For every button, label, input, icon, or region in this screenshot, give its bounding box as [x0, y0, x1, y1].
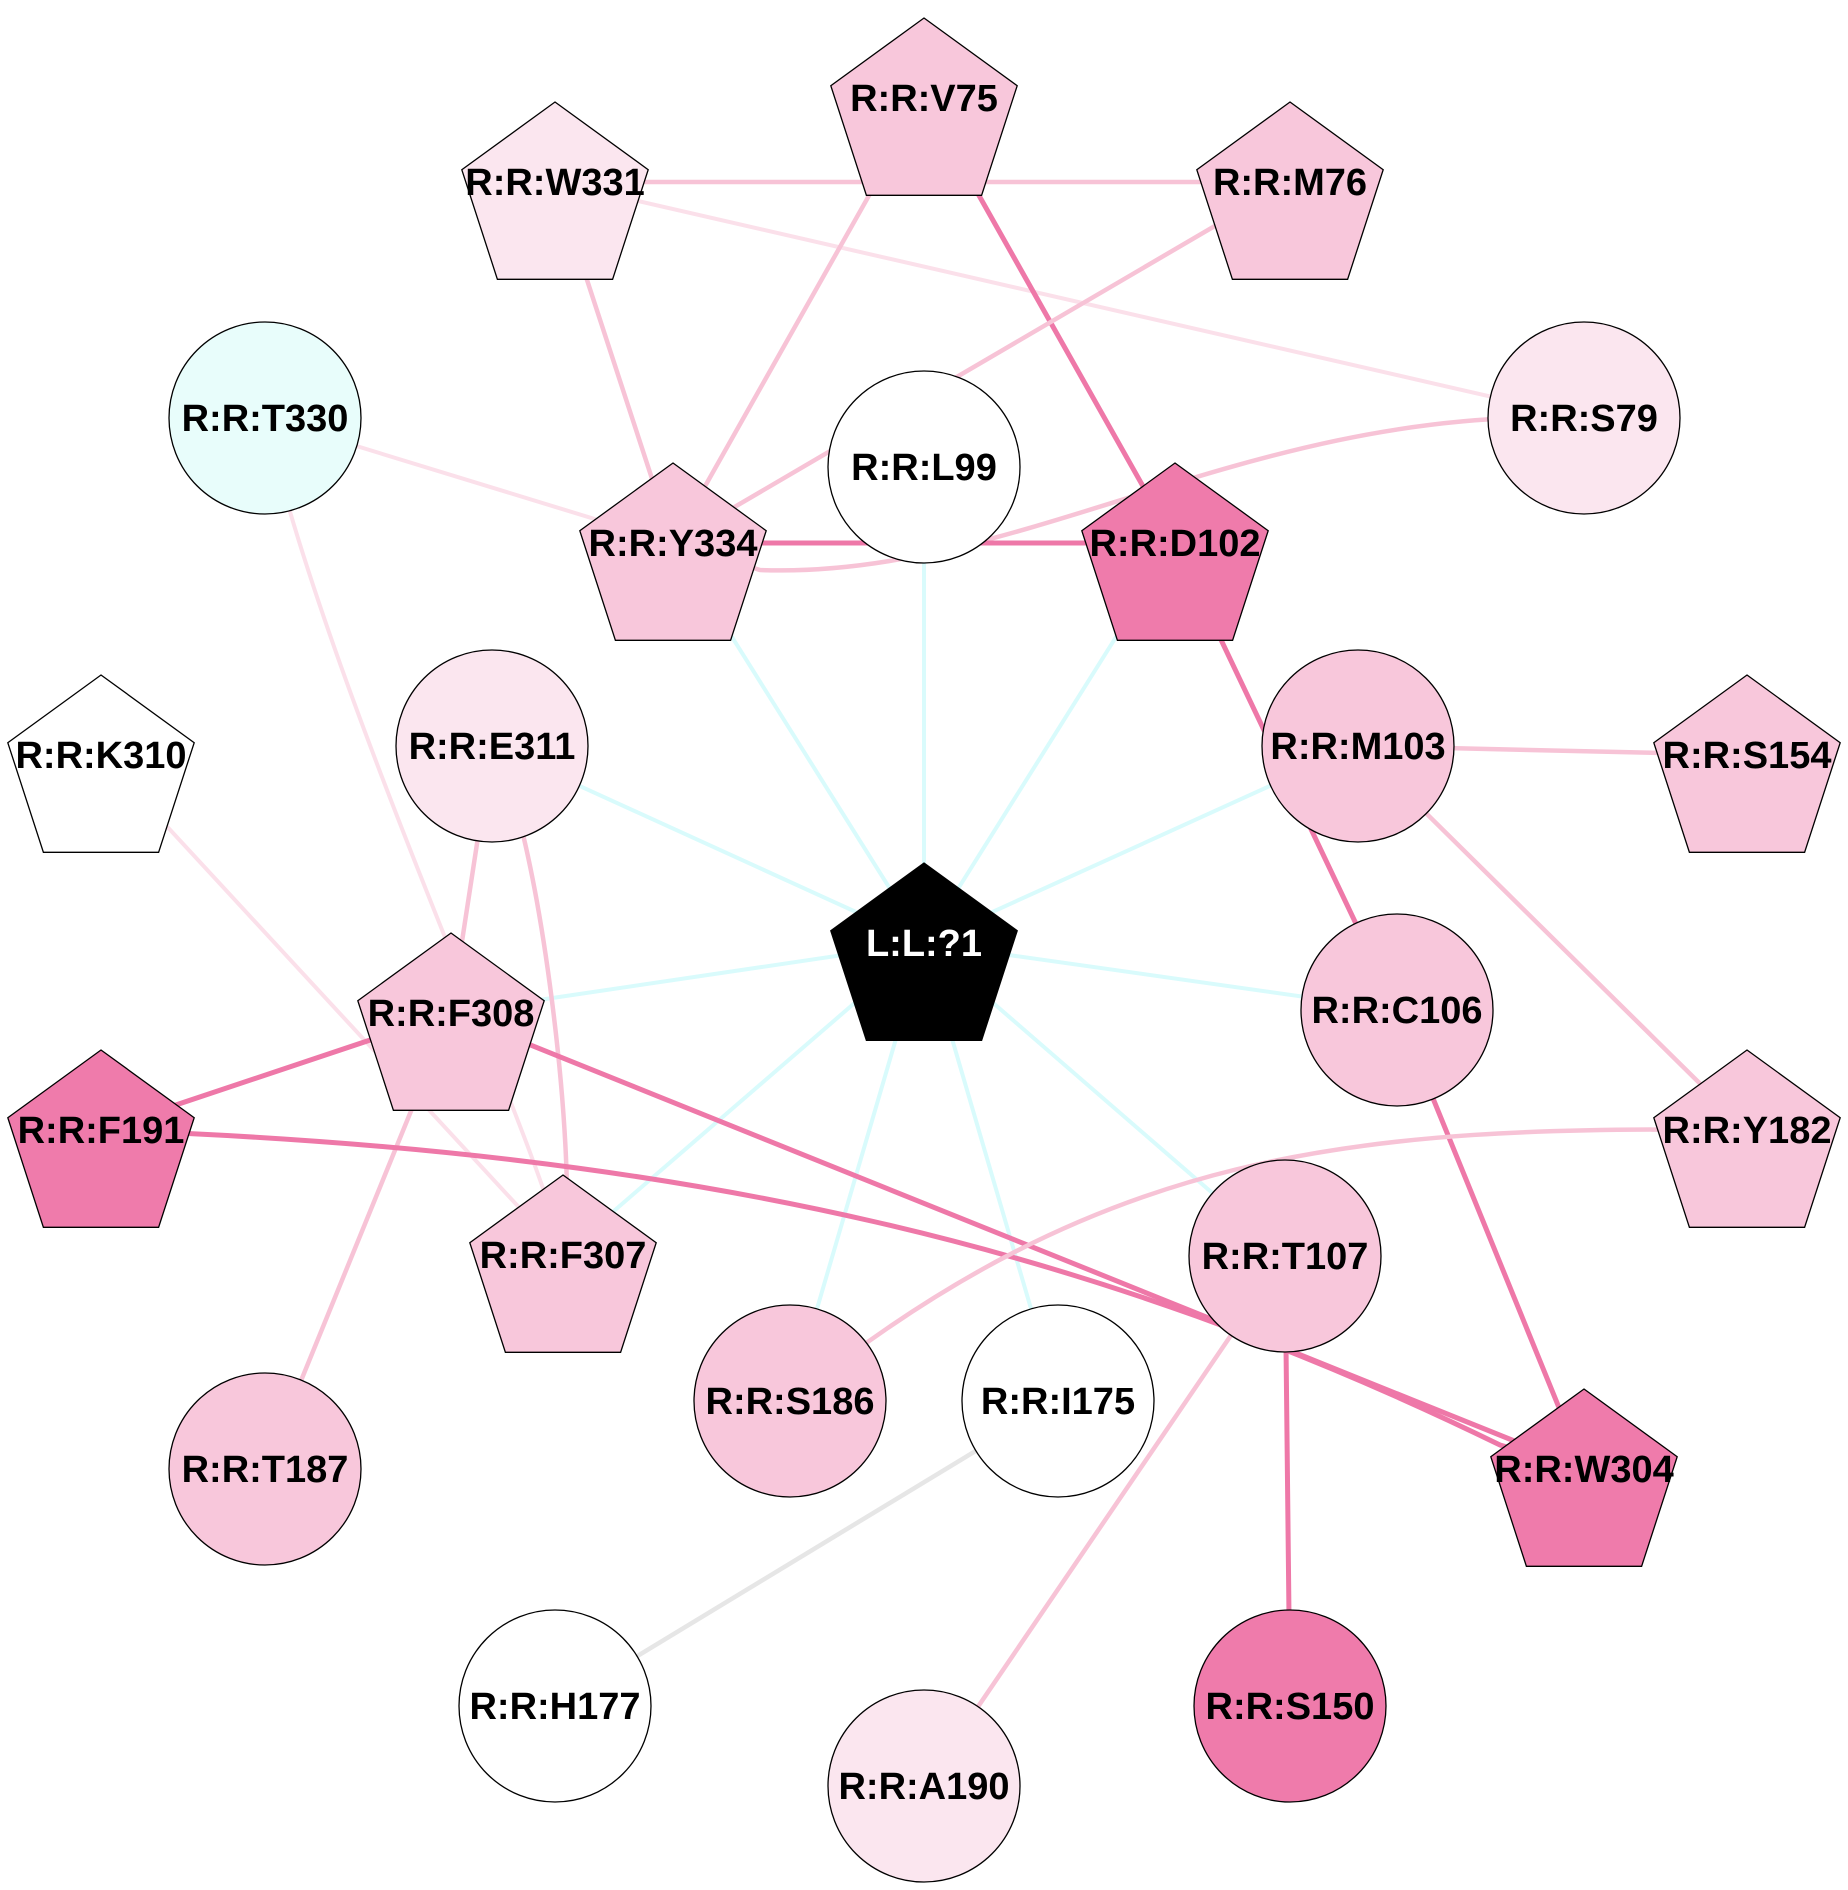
node-r-r-s150: R:R:S150: [1193, 1609, 1387, 1803]
node-label-r-r-f307: R:R:F307: [480, 1235, 647, 1277]
node-label-r-r-l99: R:R:L99: [851, 447, 997, 489]
node-r-r-a190-circle: [827, 1689, 1021, 1883]
node-r-r-s79-circle: [1487, 321, 1681, 515]
node-label-r-r-t330: R:R:T330: [182, 398, 349, 440]
node-r-r-s186: R:R:S186: [693, 1304, 887, 1498]
edge-r-r-w331-to-r-r-s79: [553, 180, 1586, 420]
node-r-r-y334: R:R:Y334: [579, 462, 767, 641]
node-label-r-r-k310: R:R:K310: [15, 735, 186, 777]
node-r-r-f308-pentagon: [357, 932, 545, 1111]
edge-r-r-t107-to-r-r-a190: [921, 1253, 1288, 1789]
node-r-r-d102-pentagon: [1081, 462, 1269, 641]
node-r-r-s154-pentagon: [1653, 674, 1841, 853]
node-r-r-h177-circle: [458, 1609, 652, 1803]
node-label-r-r-w331: R:R:W331: [465, 162, 644, 204]
node-label-l-l-1: L:L:?1: [866, 923, 982, 965]
node-r-r-c106-circle: [1300, 913, 1494, 1107]
node-r-r-w304: R:R:W304: [1490, 1388, 1678, 1567]
node-r-r-t107: R:R:T107: [1188, 1159, 1382, 1353]
node-l-l-1-pentagon: [830, 862, 1018, 1041]
node-label-r-r-s186: R:R:S186: [706, 1381, 875, 1423]
node-r-r-y182-pentagon: [1653, 1049, 1841, 1228]
node-label-r-r-t187: R:R:T187: [182, 1449, 349, 1491]
node-r-r-s79: R:R:S79: [1487, 321, 1681, 515]
node-r-r-w331: R:R:W331: [461, 101, 649, 280]
node-label-r-r-y334: R:R:Y334: [589, 523, 758, 565]
node-label-r-r-m76: R:R:M76: [1213, 162, 1367, 204]
node-r-r-t187: R:R:T187: [168, 1372, 362, 1566]
node-r-r-a190: R:R:A190: [827, 1689, 1021, 1883]
node-label-r-r-t107: R:R:T107: [1202, 1236, 1369, 1278]
node-label-r-r-v75: R:R:V75: [850, 78, 998, 120]
node-r-r-l99-circle: [827, 370, 1021, 564]
node-r-r-k310-pentagon: [7, 674, 195, 853]
node-label-r-r-d102: R:R:D102: [1089, 523, 1260, 565]
node-r-r-m103: R:R:M103: [1261, 649, 1455, 843]
node-r-r-m103-circle: [1261, 649, 1455, 843]
node-label-r-r-w304: R:R:W304: [1494, 1449, 1673, 1491]
node-r-r-t107-circle: [1188, 1159, 1382, 1353]
node-r-r-m76: R:R:M76: [1196, 101, 1384, 280]
node-r-r-c106: R:R:C106: [1300, 913, 1494, 1107]
edge-r-r-i175-to-r-r-h177: [552, 1398, 1061, 1709]
node-r-r-y334-pentagon: [579, 462, 767, 641]
node-label-r-r-i175: R:R:I175: [981, 1381, 1135, 1423]
node-label-r-r-a190: R:R:A190: [838, 1766, 1009, 1808]
node-r-r-e311-circle: [395, 649, 589, 843]
node-r-r-s154: R:R:S154: [1653, 674, 1841, 853]
node-r-r-s186-circle: [693, 1304, 887, 1498]
node-r-r-f307-pentagon: [469, 1174, 657, 1353]
node-label-r-r-e311: R:R:E311: [409, 726, 576, 768]
node-r-r-f308: R:R:F308: [357, 932, 545, 1111]
node-r-r-s150-circle: [1193, 1609, 1387, 1803]
edge-r-r-f191-to-r-r-w304: [98, 1127, 1587, 1472]
node-r-r-y182: R:R:Y182: [1653, 1049, 1841, 1228]
edge-r-r-m76-to-r-r-y334: [670, 179, 1293, 546]
node-label-r-r-s154: R:R:S154: [1663, 735, 1832, 777]
node-r-r-i175-circle: [961, 1304, 1155, 1498]
node-r-r-f191-pentagon: [7, 1049, 195, 1228]
node-r-r-w331-pentagon: [461, 101, 649, 280]
node-r-r-m76-pentagon: [1196, 101, 1384, 280]
edge-r-r-t330-to-r-r-f307: [263, 416, 565, 1257]
node-label-r-r-s150: R:R:S150: [1206, 1686, 1375, 1728]
edge-r-r-y182-to-r-r-s186: [787, 1127, 1750, 1404]
node-r-r-w304-pentagon: [1490, 1388, 1678, 1567]
node-label-r-r-h177: R:R:H177: [469, 1686, 640, 1728]
node-r-r-f307: R:R:F307: [469, 1174, 657, 1353]
node-r-r-t187-circle: [168, 1372, 362, 1566]
node-label-r-r-f191: R:R:F191: [18, 1110, 185, 1152]
node-r-r-t330: R:R:T330: [168, 321, 362, 515]
node-l-l-1: L:L:?1: [830, 862, 1018, 1041]
node-r-r-d102: R:R:D102: [1081, 462, 1269, 641]
edge-r-r-f308-to-r-r-w304: [448, 1010, 1587, 1472]
node-label-r-r-s79: R:R:S79: [1510, 398, 1658, 440]
node-label-r-r-y182: R:R:Y182: [1663, 1110, 1832, 1152]
node-r-r-i175: R:R:I175: [961, 1304, 1155, 1498]
node-label-r-r-f308: R:R:F308: [368, 993, 535, 1035]
node-r-r-k310: R:R:K310: [7, 674, 195, 853]
node-label-r-r-m103: R:R:M103: [1270, 726, 1445, 768]
node-r-r-v75-pentagon: [830, 17, 1018, 196]
node-r-r-t330-circle: [168, 321, 362, 515]
node-r-r-h177: R:R:H177: [458, 1609, 652, 1803]
node-r-r-f191: R:R:F191: [7, 1049, 195, 1228]
node-r-r-l99: R:R:L99: [827, 370, 1021, 564]
node-r-r-v75: R:R:V75: [830, 17, 1018, 196]
node-label-r-r-c106: R:R:C106: [1311, 990, 1482, 1032]
node-r-r-e311: R:R:E311: [395, 649, 589, 843]
edge-r-r-k310-to-r-r-f307: [99, 753, 565, 1257]
